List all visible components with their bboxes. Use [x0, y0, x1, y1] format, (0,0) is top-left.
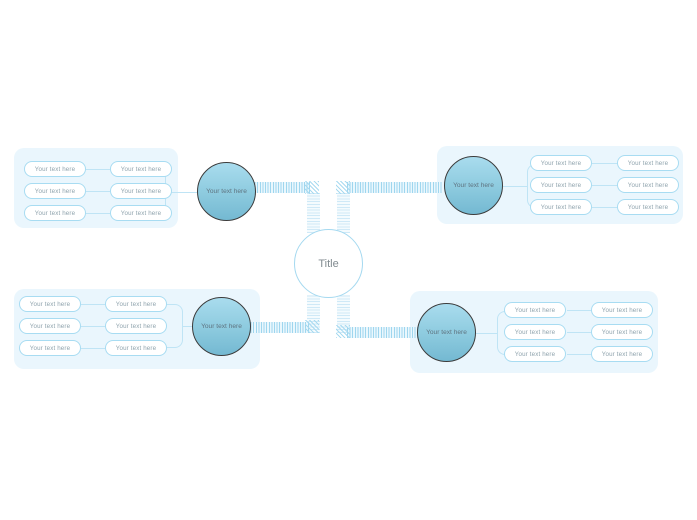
leaf-node[interactable]: Your text here	[617, 155, 679, 171]
leaf-node[interactable]: Your text here	[24, 205, 86, 221]
trunk-elbow-top-right	[336, 181, 350, 194]
connector-br-row3	[567, 354, 593, 355]
trunk-elbow-top-left	[305, 181, 319, 194]
trunk-band-top-left-horizontal	[252, 182, 310, 193]
trunk-band-top-right-vertical	[337, 193, 350, 233]
leaf-node[interactable]: Your text here	[617, 199, 679, 215]
branch-circle-top-left[interactable]: Your text here	[197, 162, 256, 221]
leaf-node[interactable]: Your text here	[19, 318, 81, 334]
leaf-node[interactable]: Your text here	[617, 177, 679, 193]
leaf-node[interactable]: Your text here	[591, 324, 653, 340]
trunk-band-bottom-right-vertical	[337, 295, 350, 333]
trunk-band-bottom-right-horizontal	[347, 327, 419, 338]
leaf-node[interactable]: Your text here	[105, 296, 167, 312]
connector-tl-row3	[86, 213, 110, 214]
branch-label: Your text here	[206, 188, 247, 195]
connector-tr-row3	[592, 207, 618, 208]
leaf-node[interactable]: Your text here	[105, 340, 167, 356]
connector-bl-row3	[81, 348, 105, 349]
leaf-node[interactable]: Your text here	[110, 183, 172, 199]
trunk-band-bottom-left-horizontal	[248, 322, 310, 333]
branch-circle-bottom-left[interactable]: Your text here	[192, 297, 251, 356]
connector-bl-row2	[81, 326, 105, 327]
leaf-node[interactable]: Your text here	[504, 302, 566, 318]
leaf-node[interactable]: Your text here	[530, 177, 592, 193]
leaf-node[interactable]: Your text here	[591, 346, 653, 362]
center-title-circle[interactable]: Title	[294, 229, 363, 298]
trunk-elbow-bottom-left	[305, 320, 319, 333]
connector-tl-row1	[86, 169, 110, 170]
leaf-node[interactable]: Your text here	[24, 161, 86, 177]
bracket-bottom-left	[167, 304, 183, 348]
connector-bl-row1	[81, 304, 105, 305]
branch-label: Your text here	[453, 182, 494, 189]
leaf-node[interactable]: Your text here	[504, 324, 566, 340]
connector-tr-row2	[592, 185, 618, 186]
leaf-node[interactable]: Your text here	[110, 205, 172, 221]
trunk-band-top-right-horizontal	[347, 182, 442, 193]
leaf-node[interactable]: Your text here	[19, 340, 81, 356]
branch-label: Your text here	[201, 323, 242, 330]
connector-top-right-to-circle	[503, 186, 527, 187]
leaf-node[interactable]: Your text here	[105, 318, 167, 334]
connector-bottom-right-to-circle	[476, 333, 497, 334]
connector-tr-row1	[592, 163, 618, 164]
connector-tl-row2	[86, 191, 110, 192]
connector-top-left-to-circle	[166, 192, 197, 193]
trunk-band-top-left-vertical	[307, 193, 320, 233]
leaf-node[interactable]: Your text here	[24, 183, 86, 199]
connector-br-row1	[567, 310, 593, 311]
leaf-node[interactable]: Your text here	[530, 155, 592, 171]
leaf-node[interactable]: Your text here	[530, 199, 592, 215]
leaf-node[interactable]: Your text here	[504, 346, 566, 362]
branch-circle-top-right[interactable]: Your text here	[444, 156, 503, 215]
leaf-node[interactable]: Your text here	[19, 296, 81, 312]
connector-bottom-left-to-circle	[183, 326, 193, 327]
leaf-node[interactable]: Your text here	[591, 302, 653, 318]
connector-br-row2	[567, 332, 593, 333]
branch-circle-bottom-right[interactable]: Your text here	[417, 303, 476, 362]
trunk-elbow-bottom-right	[336, 325, 350, 338]
leaf-node[interactable]: Your text here	[110, 161, 172, 177]
branch-label: Your text here	[426, 329, 467, 336]
center-title-label: Title	[318, 257, 339, 270]
